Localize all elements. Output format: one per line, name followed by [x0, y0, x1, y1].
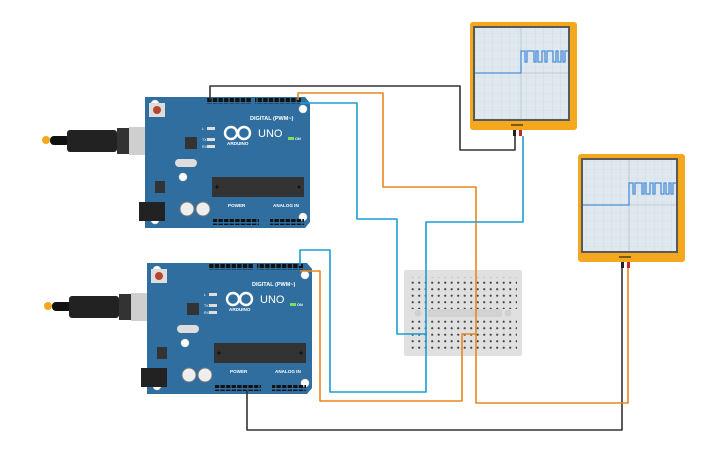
arduino-logo	[223, 125, 252, 141]
atmega-chip	[212, 177, 304, 197]
led-label: TX	[204, 304, 209, 308]
led-label: L	[202, 127, 204, 131]
scope-2-black-probe[interactable]	[621, 262, 624, 268]
arduino-uno-2[interactable]: DIGITAL (PWM~) UNO ARDUINO POWER ANALOG IN ON…	[44, 263, 312, 394]
scope-1-black-probe[interactable]	[513, 130, 516, 136]
wire-orange-1[interactable]	[297, 92, 629, 404]
scope-2-red-probe[interactable]	[627, 262, 630, 268]
wire-black-2[interactable]	[246, 268, 623, 431]
on-label: ON	[297, 303, 303, 307]
digital-header-right[interactable]	[255, 98, 301, 104]
on-led	[288, 137, 294, 140]
power-header[interactable]	[213, 219, 259, 225]
digital-header-left[interactable]	[209, 264, 253, 270]
led-label: RX	[202, 145, 208, 149]
oscilloscope-2[interactable]	[578, 154, 685, 268]
digital-header-right[interactable]	[257, 264, 303, 270]
crystal	[175, 159, 197, 167]
crystal	[177, 325, 199, 333]
arduino-logo	[225, 291, 254, 307]
wire-orange-2[interactable]	[300, 270, 476, 402]
breadboard[interactable]	[404, 270, 522, 356]
uno-label: UNO	[260, 294, 285, 306]
power-label: POWER	[230, 369, 248, 374]
atmega-chip	[214, 343, 306, 363]
led-label: RX	[204, 311, 210, 315]
reset-button[interactable]	[153, 106, 161, 114]
power-jack[interactable]	[139, 202, 165, 221]
reset-button[interactable]	[155, 272, 163, 280]
oscilloscope-1[interactable]	[470, 22, 577, 136]
power-label: POWER	[228, 203, 246, 208]
usb-cable[interactable]	[42, 127, 157, 155]
scope-1-trace	[475, 50, 568, 74]
uno-label: UNO	[258, 128, 283, 140]
arduino-brand: ARDUINO	[227, 141, 249, 146]
on-label: ON	[295, 137, 301, 141]
digital-label: DIGITAL (PWM~)	[250, 116, 294, 122]
wire-blue-2[interactable]	[299, 136, 524, 393]
usb-cable[interactable]	[44, 293, 159, 321]
arduino-brand: ARDUINO	[229, 307, 251, 312]
scope-1-red-probe[interactable]	[519, 130, 522, 136]
wire-black-1[interactable]	[209, 85, 516, 151]
digital-label: DIGITAL (PWM~)	[252, 282, 296, 288]
analog-header[interactable]	[270, 219, 304, 225]
led-label: TX	[202, 138, 207, 142]
digital-header-left[interactable]	[207, 98, 251, 104]
power-header[interactable]	[215, 385, 261, 391]
scope-2-trace	[583, 182, 676, 206]
analog-in-label: ANALOG IN	[275, 369, 301, 374]
wire-blue-1[interactable]	[300, 102, 427, 335]
arduino-uno-1[interactable]: DIGITAL (PWM~) UNO ARDUINO POWER ANALOG IN ON…	[42, 97, 310, 228]
analog-header[interactable]	[272, 385, 306, 391]
led-label: L	[204, 293, 206, 297]
power-jack[interactable]	[141, 368, 167, 387]
analog-in-label: ANALOG IN	[273, 203, 299, 208]
on-led	[290, 303, 296, 306]
